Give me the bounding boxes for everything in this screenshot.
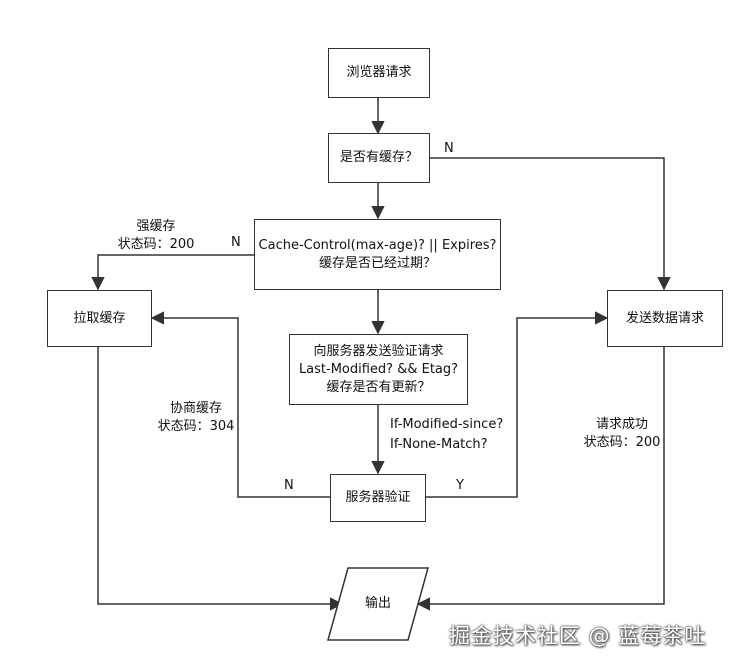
label-expired-no: N (231, 235, 241, 250)
node-validation-line1: 向服务器发送验证请求 (313, 343, 444, 359)
node-has-cache-label: 是否有缓存？ (339, 150, 418, 165)
node-validation-request: 向服务器发送验证请求 Last-Modified? && Etag? 缓存是否有… (289, 334, 468, 405)
edge-hascache-no-to-send (428, 157, 671, 291)
label-strong-cache-line1: 强缓存 (136, 219, 176, 234)
output-shape (327, 567, 429, 641)
label-server-yes: Y (456, 478, 464, 493)
node-browser-request-label: 浏览器请求 (346, 65, 412, 80)
node-pull-cache: 拉取缓存 (47, 290, 152, 347)
watermark: 掘金技术社区 @ 蓝莓茶吐 (449, 624, 707, 648)
label-if-none-match: If-None-Match? (390, 437, 488, 452)
label-strong-cache: 强缓存 状态码：200 (108, 218, 204, 254)
label-negotiated-cache-line2: 状态码：304 (157, 419, 235, 434)
label-negotiated-cache-line1: 协商缓存 (169, 401, 222, 416)
label-request-success-line2: 状态码：200 (583, 435, 661, 450)
node-has-cache: 是否有缓存？ (328, 133, 430, 183)
label-request-success-line1: 请求成功 (595, 417, 648, 432)
node-expiry-check-line1: Cache-Control(max-age)? || Expires? (258, 237, 497, 253)
node-validation-line3: 缓存是否有更新？ (326, 379, 431, 395)
label-if-modified-since: If-Modified-since? (390, 417, 504, 432)
node-output-label: 输出 (364, 596, 391, 611)
label-strong-cache-line2: 状态码：200 (117, 237, 195, 252)
node-send-request-label: 发送数据请求 (625, 310, 704, 326)
node-server-validate: 服务器验证 (330, 474, 426, 522)
node-send-request: 发送数据请求 (607, 290, 723, 347)
edge-server-no-to-pull (150, 311, 330, 498)
node-server-validate-label: 服务器验证 (345, 490, 411, 505)
edge-pull-to-output (97, 347, 344, 611)
node-browser-request: 浏览器请求 (328, 48, 430, 98)
edge-server-yes-to-send (426, 311, 609, 498)
node-expiry-check-line2: 缓存是否已经过期？ (318, 255, 436, 271)
label-request-success: 请求成功 状态码：200 (574, 416, 670, 452)
node-validation-line2: Last-Modified? && Etag? (298, 361, 459, 377)
edge-send-to-output (416, 347, 665, 611)
label-server-no: N (284, 478, 294, 493)
node-expiry-check: Cache-Control(max-age)? || Expires? 缓存是否… (254, 219, 501, 290)
label-has-cache-no: N (444, 141, 454, 156)
node-pull-cache-label: 拉取缓存 (73, 310, 126, 326)
label-negotiated-cache: 协商缓存 状态码：304 (148, 400, 244, 436)
edge-expiry-no-to-pull (91, 254, 254, 291)
